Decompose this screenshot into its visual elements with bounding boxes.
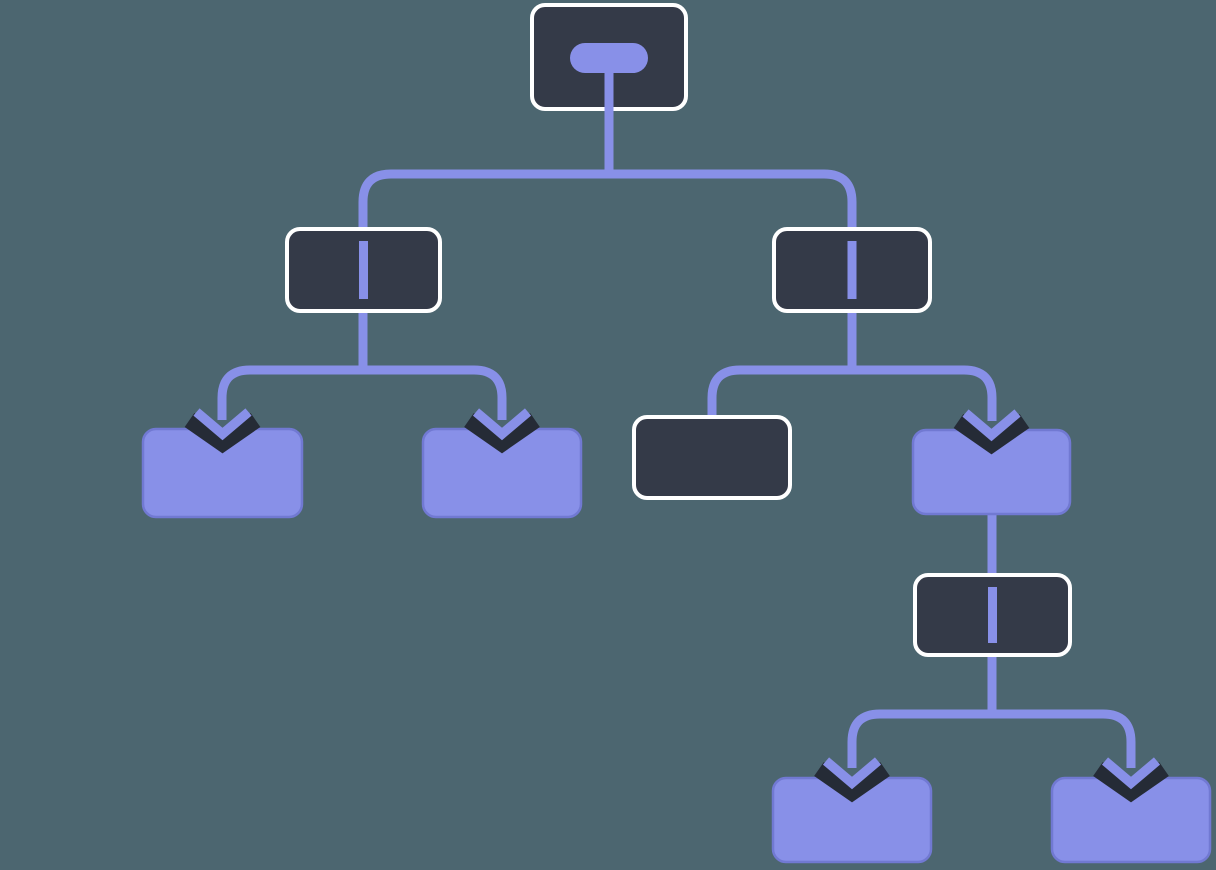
pass-through-node-inner-line — [988, 587, 997, 643]
leaf-node-1-arrowhead-icon — [193, 408, 252, 441]
branch-left-node-inner-line — [359, 241, 368, 299]
leaf-node-3-arrowhead-icon — [822, 757, 882, 790]
branch-right-node-inner-line — [847, 241, 857, 299]
mid-purple-node-arrowhead-icon — [962, 409, 1021, 442]
leaf-node-1-chevron-shadow-icon — [184, 413, 261, 454]
leaf-node-2-arrowhead-icon — [472, 408, 532, 441]
root-pill-icon — [570, 43, 648, 73]
leaf-node-4-arrowhead-icon — [1101, 757, 1161, 790]
leaf-node-3-chevron-shadow-icon — [814, 762, 890, 803]
connector-bottom-branch — [847, 709, 1136, 768]
connector-right-branch — [707, 365, 997, 421]
mid-purple-node-chevron-shadow-icon — [953, 414, 1030, 455]
leaf-node-4-chevron-shadow-icon — [1093, 762, 1169, 803]
connector-left-branch — [217, 365, 507, 420]
mid-dark-node[interactable] — [632, 415, 792, 500]
leaf-node-2-chevron-shadow-icon — [464, 413, 540, 454]
root-pill-stem-icon — [604, 73, 614, 104]
